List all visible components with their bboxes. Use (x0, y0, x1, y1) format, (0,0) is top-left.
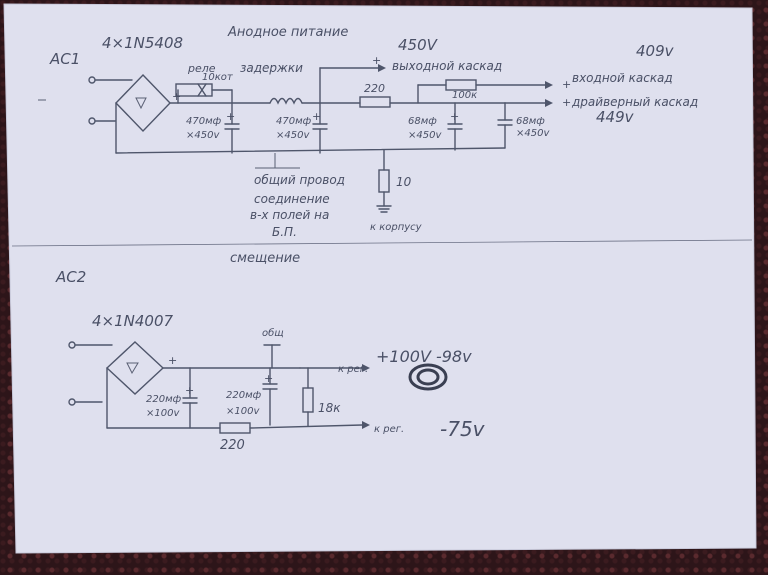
common-note-1: общий провод (254, 173, 345, 187)
bias-title: смещение (230, 251, 300, 266)
section-divider (11, 239, 753, 247)
c2b-label: 220мф (226, 390, 262, 401)
common-note-2: соединение (254, 192, 330, 206)
diodes2-label: 4×1N4007 (92, 312, 174, 330)
chassis-label: к корпусу (370, 222, 423, 233)
v-plus-label: +100V -98v (376, 347, 472, 366)
ink-scribble (408, 363, 448, 391)
svg-text:+: + (185, 384, 194, 397)
ac1-label: AC1 (49, 50, 80, 68)
bridge-rectifier-2 (105, 341, 165, 395)
r18k-label: 18к (318, 401, 341, 415)
c1b-label: 220мф (146, 394, 182, 405)
v-minus-label: -75v (440, 417, 486, 441)
svg-text:+: + (226, 110, 235, 123)
gnd-label: общ (262, 327, 284, 339)
r10-label: 10 (396, 175, 412, 189)
c4v-label: ×450v (516, 128, 550, 139)
r100k-label: 100к (452, 90, 477, 101)
v-out-main: 450V (398, 36, 439, 54)
to-label-top: к рег. (338, 364, 368, 375)
svg-text:+: + (372, 54, 381, 67)
c1-label: 470мф (186, 116, 222, 127)
relay-res-label: 10кот (202, 72, 234, 83)
diodes-label: 4×1N5408 (102, 34, 183, 52)
input-stage-label: входной каскад (572, 71, 673, 85)
r220b-label: 220 (220, 438, 245, 453)
driver-stage-label: драйверный каскад (571, 95, 698, 109)
svg-text:+: + (312, 110, 321, 123)
svg-text:+: + (172, 90, 181, 103)
bridge-rectifier-1 (115, 73, 171, 133)
delay-label: задержки (240, 61, 303, 75)
c4-label: 68мф (516, 116, 545, 127)
c3v-label: ×450v (408, 130, 442, 141)
to-label-bottom: к рег. (374, 424, 404, 435)
c1v-label: ×450v (186, 130, 220, 141)
common-note-3: в-х полей на (250, 208, 329, 222)
c1bv-label: ×100v (146, 408, 180, 419)
svg-text:+: + (562, 78, 571, 91)
c2-label: 470мф (276, 116, 312, 127)
choke-inductor (269, 97, 303, 105)
common-note-4: Б.П. (272, 225, 297, 239)
ground-bus (115, 147, 506, 154)
svg-text:+: + (264, 372, 273, 385)
v-out-409: 409v (636, 42, 675, 60)
c3-label: 68мф (408, 116, 437, 127)
svg-text:+: + (168, 354, 177, 367)
out-stage-label: выходной каскад (392, 59, 502, 73)
svg-text:+: + (450, 110, 459, 123)
bias-supply-circuit (68, 341, 448, 434)
resistor-220 (359, 96, 391, 108)
anode-title: Анодное питание (227, 25, 348, 40)
c2v-label: ×450v (276, 130, 310, 141)
paper (4, 4, 756, 553)
anode-supply-circuit (38, 64, 553, 213)
svg-text:+: + (562, 96, 571, 109)
v-449: 449v (596, 108, 635, 126)
r220-label: 220 (364, 82, 385, 95)
ac2-label: AC2 (55, 268, 86, 286)
relay-label: реле (187, 62, 216, 75)
c2bv-label: ×100v (226, 406, 260, 417)
